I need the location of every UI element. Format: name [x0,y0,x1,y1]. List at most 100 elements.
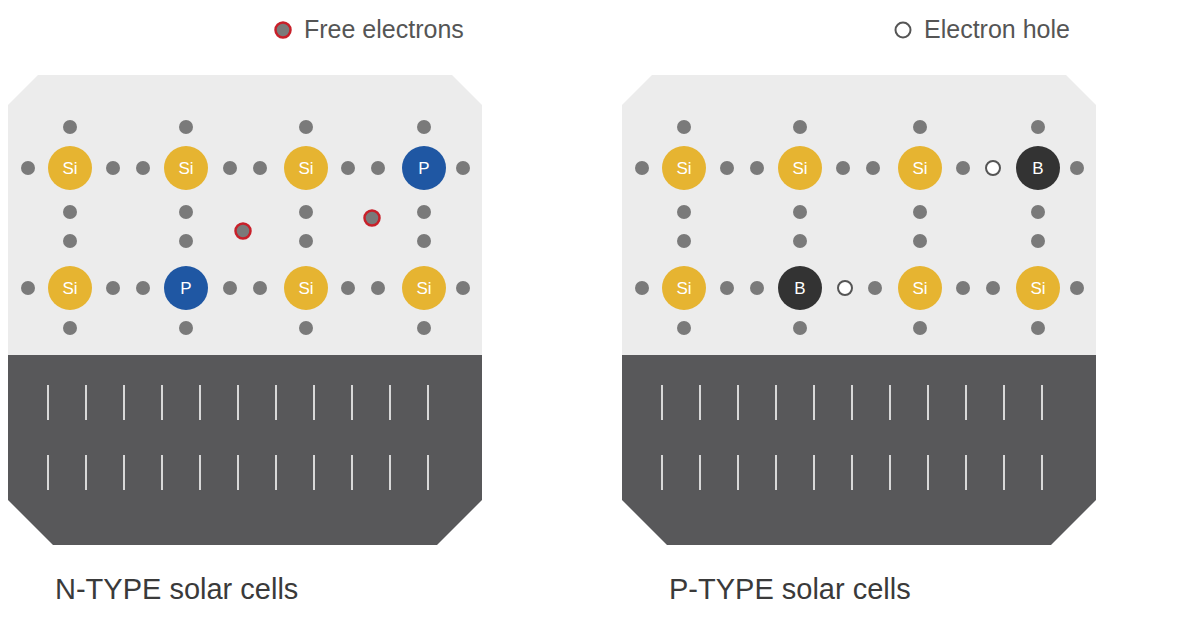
electron-dot [417,120,431,134]
electron-dot [63,120,77,134]
finger-line [661,385,663,420]
finger-line [813,385,815,420]
panel-caption: N-TYPE solar cells [55,573,298,606]
electron-dot [750,161,764,175]
legend-swatch [273,20,293,40]
atom-symbol: P [418,160,429,177]
electron-dot [793,120,807,134]
finger-line [699,385,701,420]
electron-dot [106,161,120,175]
electron-dot [913,205,927,219]
atom-symbol: Si [178,160,193,177]
finger-line [927,385,929,420]
electron-dot [179,321,193,335]
atom-circle: P [164,266,208,310]
legend-sample [276,23,291,38]
finger-line [427,385,429,420]
atom-symbol: Si [298,280,313,297]
lattice-area [622,75,1096,355]
electron-hole [838,281,852,295]
finger-line [123,455,125,490]
electron-dot [836,161,850,175]
finger-line [1003,385,1005,420]
atom-symbol: Si [792,160,807,177]
electron-dot [1031,234,1045,248]
finger-line [965,385,967,420]
electron-dot [371,161,385,175]
finger-line [275,455,277,490]
electron-dot [341,161,355,175]
electron-dot [913,120,927,134]
finger-line [123,385,125,420]
finger-line [661,455,663,490]
electron-dot [1070,281,1084,295]
cell-surface [8,355,482,545]
electron-dot [677,120,691,134]
panel-shape [622,75,1096,545]
electron-dot [179,234,193,248]
atom-symbol: Si [62,160,77,177]
electron-dot [179,120,193,134]
atom-symbol: Si [912,280,927,297]
atom-circle: P [402,146,446,190]
electron-dot [750,281,764,295]
legend-text: Free electrons [304,15,464,44]
panel-shape [8,75,482,545]
finger-line [313,385,315,420]
atom-symbol: P [180,280,191,297]
finger-line [813,455,815,490]
electron-dot [371,281,385,295]
finger-line [1041,455,1043,490]
electron-dot [136,161,150,175]
atom-circle: Si [284,146,328,190]
electron-dot [956,281,970,295]
atom-symbol: Si [62,280,77,297]
atom-symbol: Si [298,160,313,177]
finger-line [775,455,777,490]
electron-dot [299,321,313,335]
electron-dot [1031,321,1045,335]
electron-dot [299,120,313,134]
finger-line [237,455,239,490]
electron-dot [63,321,77,335]
finger-line [351,385,353,420]
finger-line [889,385,891,420]
electron-dot [868,281,882,295]
electron-dot [21,161,35,175]
atom-symbol: B [1032,160,1043,177]
finger-line [389,455,391,490]
atom-circle: B [1016,146,1060,190]
atom-circle: Si [662,266,706,310]
atom-circle: Si [778,146,822,190]
atom-symbol: B [794,280,805,297]
finger-line [389,385,391,420]
electron-dot [456,161,470,175]
electron-dot [956,161,970,175]
finger-line [1041,385,1043,420]
finger-line [47,455,49,490]
finger-line [851,385,853,420]
finger-line [965,455,967,490]
finger-line [427,455,429,490]
atom-circle: Si [662,146,706,190]
legend-sample [896,23,911,38]
electron-dot [793,205,807,219]
finger-line [737,385,739,420]
electron-dot [677,234,691,248]
atom-symbol: Si [1030,280,1045,297]
panel-caption: P-TYPE solar cells [669,573,911,606]
atom-circle: Si [402,266,446,310]
electron-dot [677,205,691,219]
bond-electrons [21,120,1084,335]
electron-dot [179,205,193,219]
electron-dot [913,321,927,335]
legend-swatch [893,20,913,40]
atom-circle: Si [1016,266,1060,310]
atom-symbol: Si [912,160,927,177]
atom-circle: Si [898,266,942,310]
finger-line [1003,455,1005,490]
electron-dot [253,281,267,295]
free-electrons [236,211,380,239]
